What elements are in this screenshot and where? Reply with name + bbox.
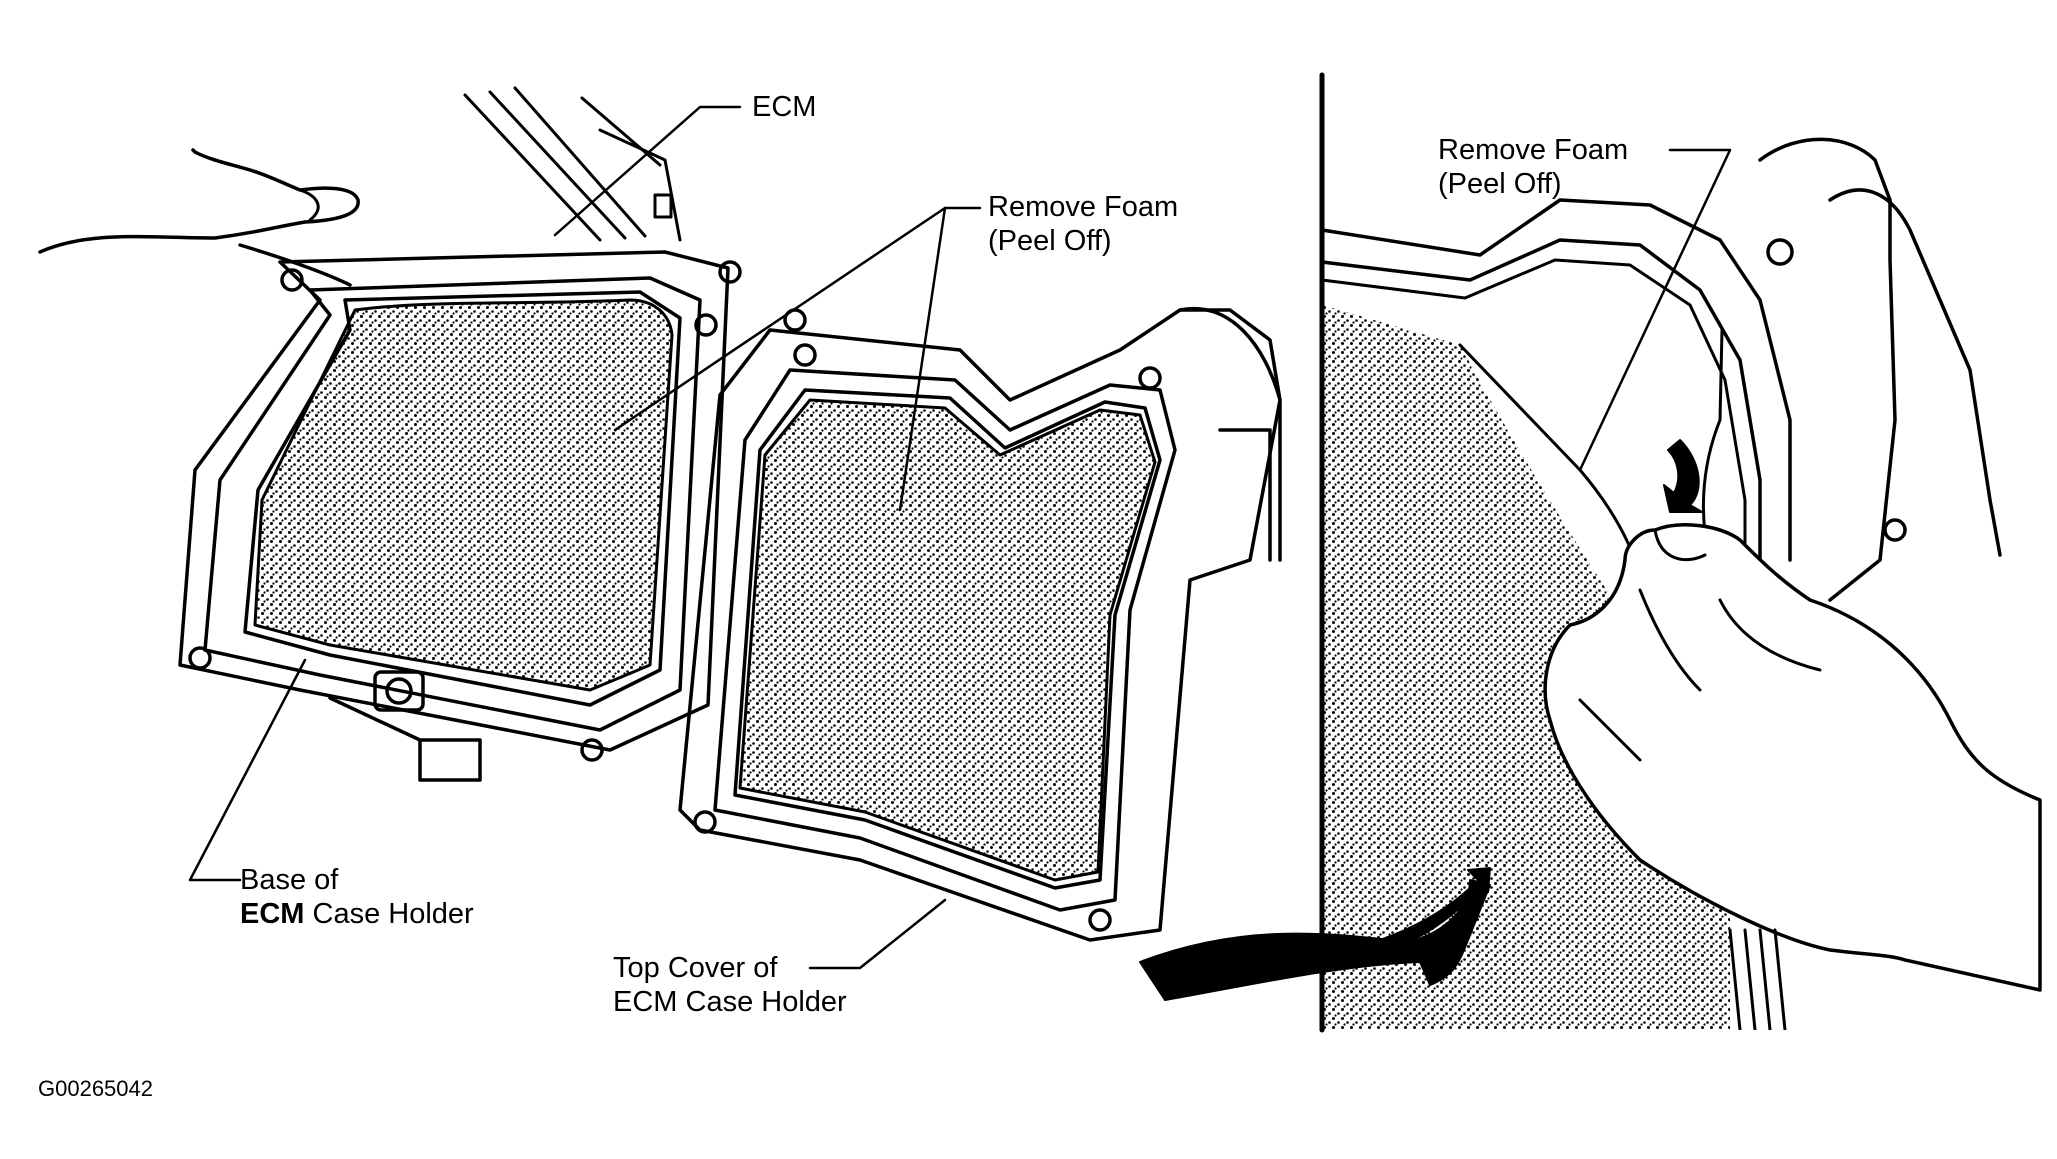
label-base-line2: ECM Case Holder [240, 897, 474, 931]
leader-top-cover [808, 898, 947, 970]
label-ecm: ECM [752, 90, 816, 124]
leader-base [188, 658, 307, 882]
label-remove-foam-left-line1: Remove Foam [988, 191, 1179, 223]
label-remove-foam-left-line2: (Peel Off) [988, 225, 1112, 257]
figure-code-text: G00265042 [38, 1076, 153, 1101]
label-base-line2-bold: ECM [240, 898, 305, 930]
right-hand [1543, 523, 2042, 992]
label-base-line2-rest: Case Holder [304, 898, 474, 930]
leader-remove-foam-right [1578, 148, 1732, 472]
ecm-module [463, 86, 682, 242]
label-top-cover-line1: Top Cover of [613, 952, 778, 984]
label-ecm-text: ECM [752, 91, 817, 123]
leader-lines [188, 105, 1732, 970]
label-remove-foam-left: Remove Foam (Peel Off) [988, 190, 1178, 258]
detail-panel [1320, 137, 2042, 1030]
leader-remove-foam-left-2 [898, 206, 947, 512]
label-top-cover: Top Cover of ECM Case Holder [613, 951, 847, 1019]
label-base: Base of ECM Case Holder [240, 863, 474, 931]
top-cover-foam-pad [738, 398, 1157, 882]
base-foam-pad [253, 298, 674, 692]
label-top-cover-line2: ECM Case Holder [613, 986, 847, 1018]
left-hand [38, 148, 360, 254]
label-remove-foam-right-line1: Remove Foam [1438, 134, 1629, 166]
label-base-line1: Base of [240, 864, 339, 896]
base-case-holder [178, 250, 742, 782]
leader-ecm [553, 105, 742, 237]
top-cover-case-holder [678, 306, 1282, 942]
label-remove-foam-right-line2: (Peel Off) [1438, 168, 1562, 200]
label-remove-foam-right: Remove Foam (Peel Off) [1438, 133, 1628, 201]
figure-code: G00265042 [38, 1072, 153, 1106]
